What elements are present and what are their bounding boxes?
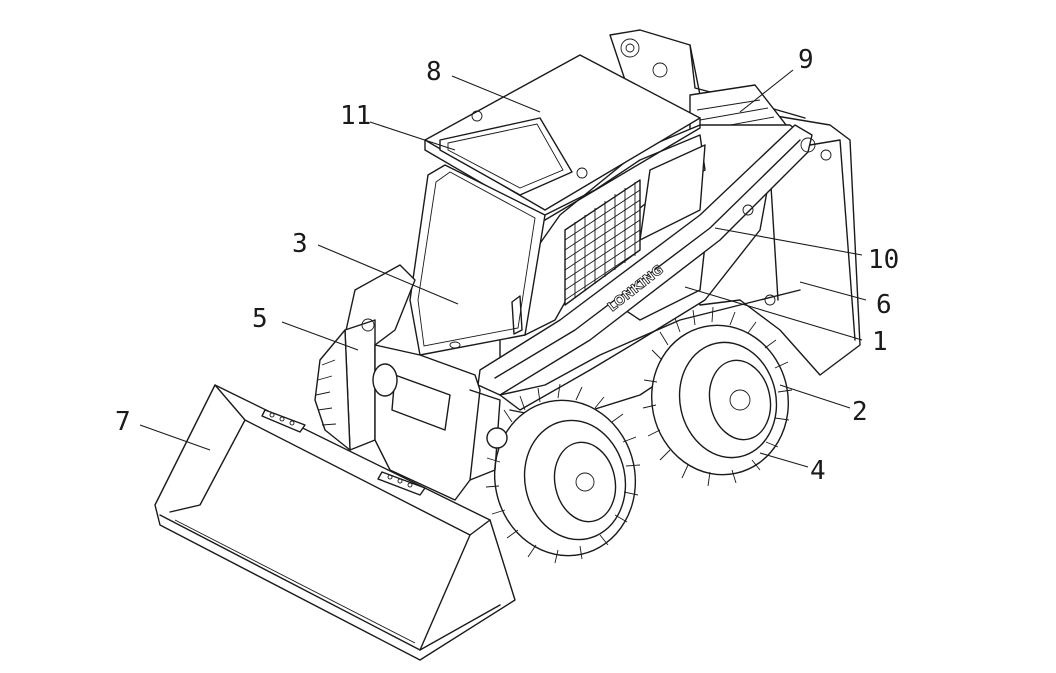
callout-5: 5 [252, 304, 268, 334]
callout-9: 9 [798, 45, 814, 75]
leader-2 [779, 384, 851, 409]
leader-1 [684, 286, 863, 341]
leader-3 [317, 244, 459, 305]
front-frame [372, 344, 508, 501]
rear-wheel [642, 306, 793, 487]
callout-10: 10 [868, 245, 899, 275]
leader-8 [451, 75, 541, 113]
left-tire [314, 329, 351, 451]
callout-1: 1 [872, 327, 888, 357]
leader-6 [799, 281, 867, 301]
leader-lines [139, 69, 867, 468]
leader-11 [369, 121, 456, 151]
callout-7: 7 [115, 407, 131, 437]
callout-3: 3 [292, 229, 308, 259]
operator-cab [409, 54, 706, 356]
leader-9 [739, 69, 794, 113]
callout-2: 2 [852, 397, 868, 427]
leader-7 [139, 424, 211, 451]
leader-10 [714, 227, 863, 256]
callout-4: 4 [810, 456, 826, 486]
leader-4 [759, 452, 809, 468]
callout-8: 8 [426, 57, 442, 87]
callout-labels: 1 2 3 4 5 6 7 8 9 10 11 [115, 45, 899, 486]
callout-11: 11 [340, 101, 371, 131]
front-wheel [485, 383, 641, 564]
bucket [154, 384, 516, 661]
callout-6: 6 [876, 290, 892, 320]
leader-5 [281, 321, 359, 351]
